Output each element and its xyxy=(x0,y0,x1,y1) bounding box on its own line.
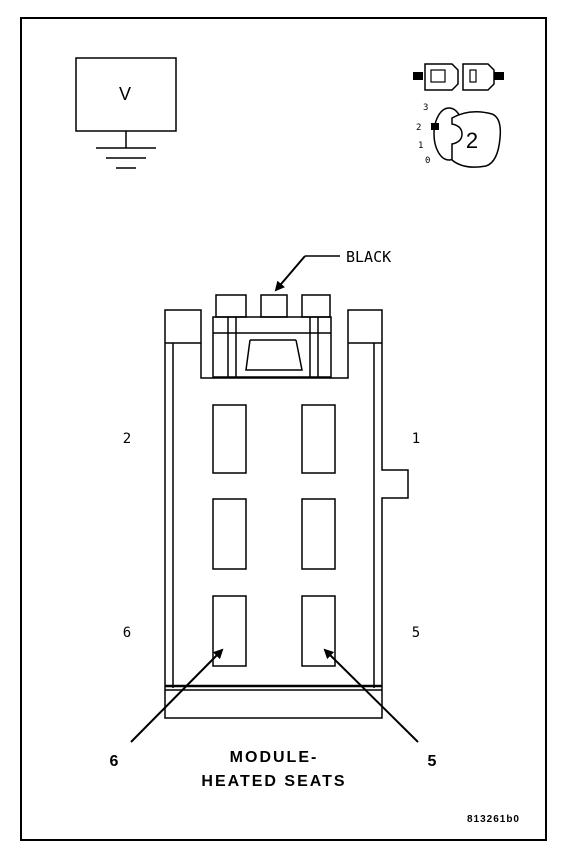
latch-tab-left xyxy=(215,294,247,318)
plug-stub-left xyxy=(413,72,423,80)
cavity-middle-left xyxy=(212,498,247,570)
terminal-cavities xyxy=(212,404,336,667)
voltmeter-symbol: V xyxy=(75,57,177,169)
cavity-bottom-right xyxy=(301,595,336,667)
diagram-frame xyxy=(20,17,547,841)
view-number: 2 xyxy=(466,128,478,153)
connector-color-label: BLACK xyxy=(346,248,391,266)
view-position-0: 0 xyxy=(425,156,430,166)
view-position-3: 3 xyxy=(423,103,428,113)
voltmeter-label: V xyxy=(119,84,131,104)
cavity-number-bottom-left: 6 xyxy=(123,625,131,641)
view-position-1: 1 xyxy=(418,141,423,151)
plug-body-left xyxy=(424,63,459,91)
connector-body xyxy=(164,294,409,719)
plug-slot-right xyxy=(469,69,477,83)
callout-arrow xyxy=(274,255,306,292)
color-callout: BLACK xyxy=(274,248,391,292)
cavity-top-left xyxy=(212,404,247,474)
figure-id: 813261b0 xyxy=(467,814,520,825)
latch-tab-right xyxy=(301,294,331,318)
latch-frame xyxy=(212,316,332,378)
connector-view-icon: 3 2 1 0 2 xyxy=(413,63,504,168)
view-pointer xyxy=(431,123,439,130)
plug-stub-right xyxy=(494,72,504,80)
cavity-top-right xyxy=(301,404,336,474)
latch-tab-center xyxy=(260,294,288,318)
view-connector-face xyxy=(451,111,502,168)
latch-wedge xyxy=(245,339,303,371)
plug-slot-left xyxy=(430,69,446,83)
pointer-label-left: 6 xyxy=(110,753,121,770)
connector-housing xyxy=(164,309,409,719)
title-line-1: MODULE- xyxy=(230,749,319,766)
title-line-2: HEATED SEATS xyxy=(201,773,346,790)
plug-body-right xyxy=(462,63,495,91)
pointer-label-right: 5 xyxy=(428,753,439,770)
cavity-number-top-right: 1 xyxy=(412,431,420,447)
cavity-number-bottom-right: 5 xyxy=(412,625,420,641)
cavity-bottom-left xyxy=(212,595,247,667)
cavity-number-top-left: 2 xyxy=(123,431,131,447)
pointer-arrow-right xyxy=(323,648,419,743)
cavity-middle-right xyxy=(301,498,336,570)
pointer-arrow-left xyxy=(130,648,224,743)
view-position-2: 2 xyxy=(416,123,421,133)
